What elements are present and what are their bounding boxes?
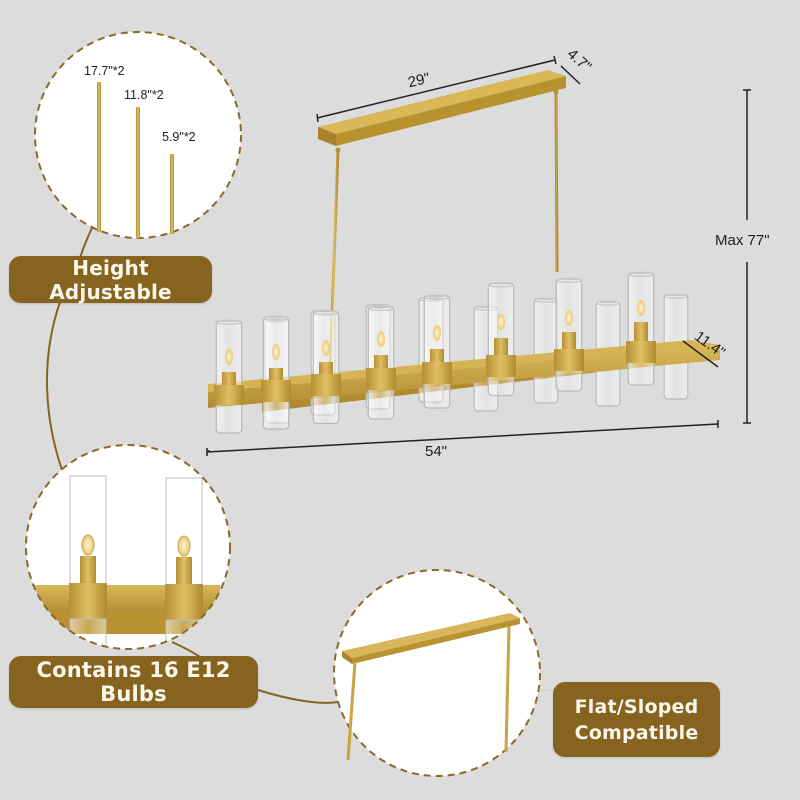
bulbs-detail-circle [25, 444, 231, 650]
rod-17-7 [97, 82, 101, 232]
rod-label-11-8: 11.8"*2 [124, 88, 164, 102]
chandelier [208, 70, 720, 434]
rods-detail-circle [34, 31, 242, 239]
height-adjustable-text: Height Adjustable [49, 255, 172, 304]
height-adjustable-badge: Height Adjustable [9, 255, 212, 304]
rod-label-5-9: 5.9"*2 [162, 130, 196, 144]
connector-line [46, 301, 63, 471]
rod-11-8 [136, 107, 140, 238]
flat-sloped-line1: Flat/Sloped [574, 695, 699, 718]
connector-line [79, 227, 93, 259]
flat-sloped-line2: Compatible [574, 721, 699, 744]
rod-5-9 [170, 154, 174, 234]
bulbs-badge: Contains 16 E12 Bulbs [9, 656, 258, 708]
rod-label-17-7: 17.7"*2 [84, 64, 125, 78]
flat-sloped-badge: Flat/Sloped Compatible [553, 682, 720, 757]
fixture-length-label: 54" [425, 443, 448, 460]
connector-line [257, 689, 339, 704]
bulbs-text: Contains 16 E12 Bulbs [36, 658, 231, 706]
canopy-detail-circle [333, 569, 541, 777]
max-height-label: Max 77" [715, 232, 770, 249]
dimension-lines [206, 55, 751, 456]
